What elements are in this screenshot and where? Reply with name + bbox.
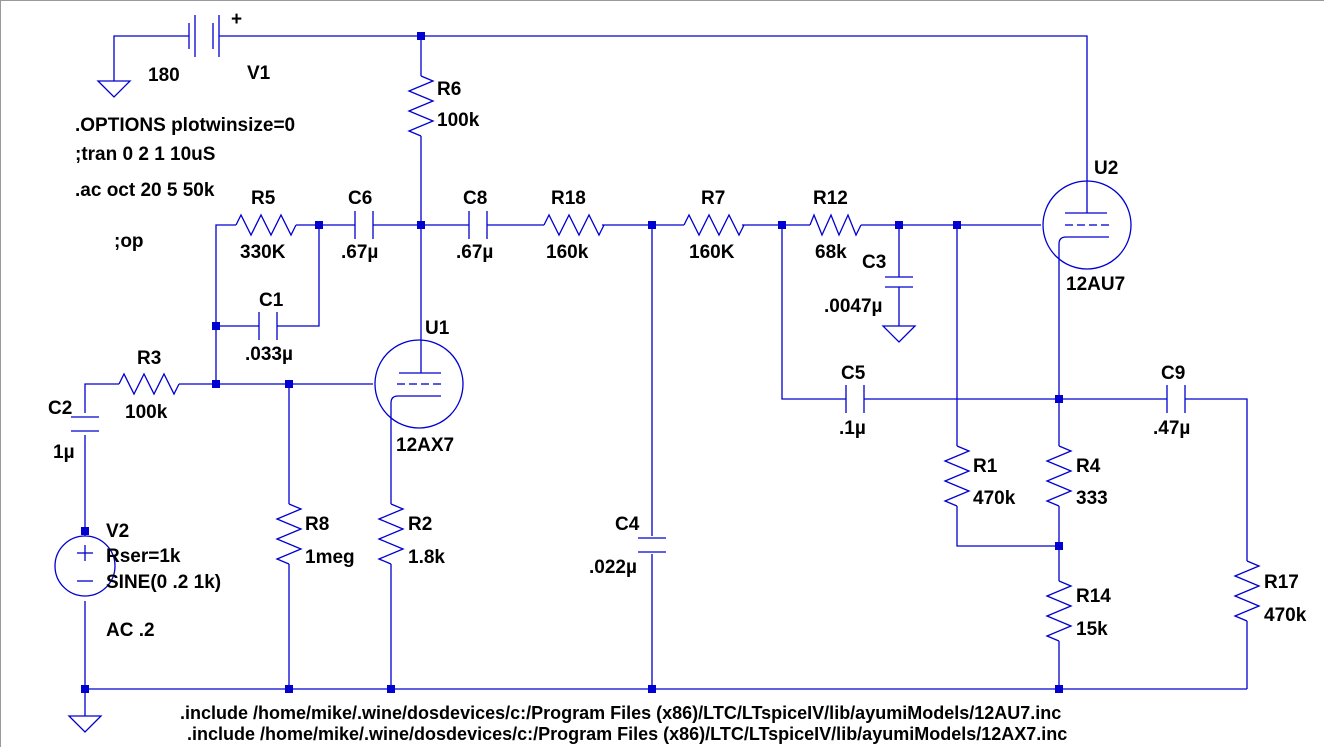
- c9-name: C9: [1161, 363, 1185, 384]
- capacitor-c2[interactable]: [71, 416, 99, 432]
- directive-op[interactable]: ;op: [114, 231, 144, 252]
- resistor-r6[interactable]: [407, 75, 435, 137]
- r8-value: 1meg: [305, 547, 355, 568]
- ground-symbol-c3: [881, 325, 917, 343]
- v2-source: SINE(0 .2 1k): [106, 572, 221, 593]
- resistor-r12[interactable]: [809, 213, 862, 237]
- directive-tran[interactable]: ;tran 0 2 1 10uS: [75, 144, 215, 165]
- c4-value: .022µ: [589, 557, 637, 578]
- r5-value: 330K: [240, 242, 286, 263]
- battery-plus-sign: +: [231, 9, 242, 30]
- v2-ac: AC .2: [106, 620, 155, 641]
- c6-value: .67µ: [341, 242, 378, 263]
- ground-symbol-main: [67, 715, 103, 733]
- r8-name: R8: [305, 514, 329, 535]
- capacitor-c3[interactable]: [885, 276, 913, 288]
- r7-name: R7: [701, 188, 725, 209]
- u1-name: U1: [425, 318, 450, 339]
- resistor-r18[interactable]: [543, 213, 605, 237]
- resistor-r3[interactable]: [118, 372, 180, 396]
- c1-name: C1: [259, 290, 284, 311]
- c5-name: C5: [841, 363, 866, 384]
- r5-name: R5: [251, 188, 276, 209]
- r18-name: R18: [551, 188, 586, 209]
- r14-value: 15k: [1076, 619, 1108, 640]
- r2-value: 1.8k: [408, 547, 445, 568]
- r4-name: R4: [1076, 456, 1101, 477]
- capacitor-c9[interactable]: [1166, 385, 1186, 413]
- capacitor-c1[interactable]: [258, 312, 278, 340]
- resistor-r8[interactable]: [275, 503, 303, 565]
- c2-name: C2: [48, 398, 72, 419]
- directive-ac[interactable]: .ac oct 20 5 50k: [75, 180, 215, 201]
- c2-value: 1µ: [53, 442, 75, 463]
- resistor-r1[interactable]: [943, 445, 971, 507]
- v1-name: V1: [247, 63, 271, 84]
- r1-name: R1: [973, 456, 998, 477]
- voltage-source-v2[interactable]: [54, 531, 116, 597]
- c3-value: .0047µ: [824, 296, 883, 317]
- v2-rser: Rser=1k: [106, 546, 181, 567]
- u2-model: 12AU7: [1066, 274, 1125, 295]
- r3-name: R3: [137, 348, 161, 369]
- c3-name: C3: [862, 252, 886, 273]
- c4-name: C4: [615, 514, 640, 535]
- triode-tube-u2[interactable]: [1042, 180, 1132, 270]
- r17-value: 470k: [1264, 605, 1307, 626]
- u1-model: 12AX7: [396, 435, 454, 456]
- battery-v1[interactable]: +: [188, 9, 242, 57]
- r18-value: 160k: [546, 242, 589, 263]
- c5-value: .1µ: [839, 418, 866, 439]
- r1-value: 470k: [973, 488, 1016, 509]
- resistor-r7[interactable]: [683, 213, 745, 237]
- c8-name: C8: [463, 188, 487, 209]
- resistor-r14[interactable]: [1045, 580, 1073, 642]
- r17-name: R17: [1264, 572, 1299, 593]
- r2-name: R2: [408, 514, 432, 535]
- c9-value: .47µ: [1153, 418, 1190, 439]
- junction-dots: [81, 32, 1063, 693]
- r6-value: 100k: [437, 110, 480, 131]
- directive-include-12au7[interactable]: .include /home/mike/.wine/dosdevices/c:/…: [180, 703, 1061, 723]
- capacitor-c4[interactable]: [638, 537, 666, 553]
- directive-include-12ax7[interactable]: .include /home/mike/.wine/dosdevices/c:/…: [187, 724, 1067, 744]
- resistor-r2[interactable]: [377, 503, 405, 565]
- capacitor-c6[interactable]: [354, 211, 374, 239]
- r14-name: R14: [1076, 586, 1111, 607]
- c8-value: .67µ: [456, 242, 493, 263]
- r7-value: 160K: [689, 242, 735, 263]
- r12-value: 68k: [815, 242, 847, 263]
- v2-name: V2: [106, 521, 129, 542]
- resistor-r17[interactable]: [1233, 560, 1261, 622]
- capacitor-c8[interactable]: [468, 211, 488, 239]
- resistor-r4[interactable]: [1045, 445, 1073, 507]
- directive-options[interactable]: .OPTIONS plotwinsize=0: [75, 115, 295, 136]
- ground-symbol-v1: [96, 80, 132, 98]
- wires: [84, 35, 1248, 716]
- r4-value: 333: [1076, 488, 1108, 509]
- c1-value: .033µ: [245, 344, 293, 365]
- u2-name: U2: [1094, 158, 1118, 179]
- triode-tube-u1[interactable]: [374, 339, 464, 429]
- r6-name: R6: [437, 79, 461, 100]
- r3-value: 100k: [125, 402, 168, 423]
- r12-name: R12: [813, 188, 848, 209]
- c6-name: C6: [348, 188, 372, 209]
- resistor-r5[interactable]: [235, 213, 297, 237]
- capacitor-c5[interactable]: [845, 385, 865, 413]
- v1-value: 180: [148, 65, 180, 86]
